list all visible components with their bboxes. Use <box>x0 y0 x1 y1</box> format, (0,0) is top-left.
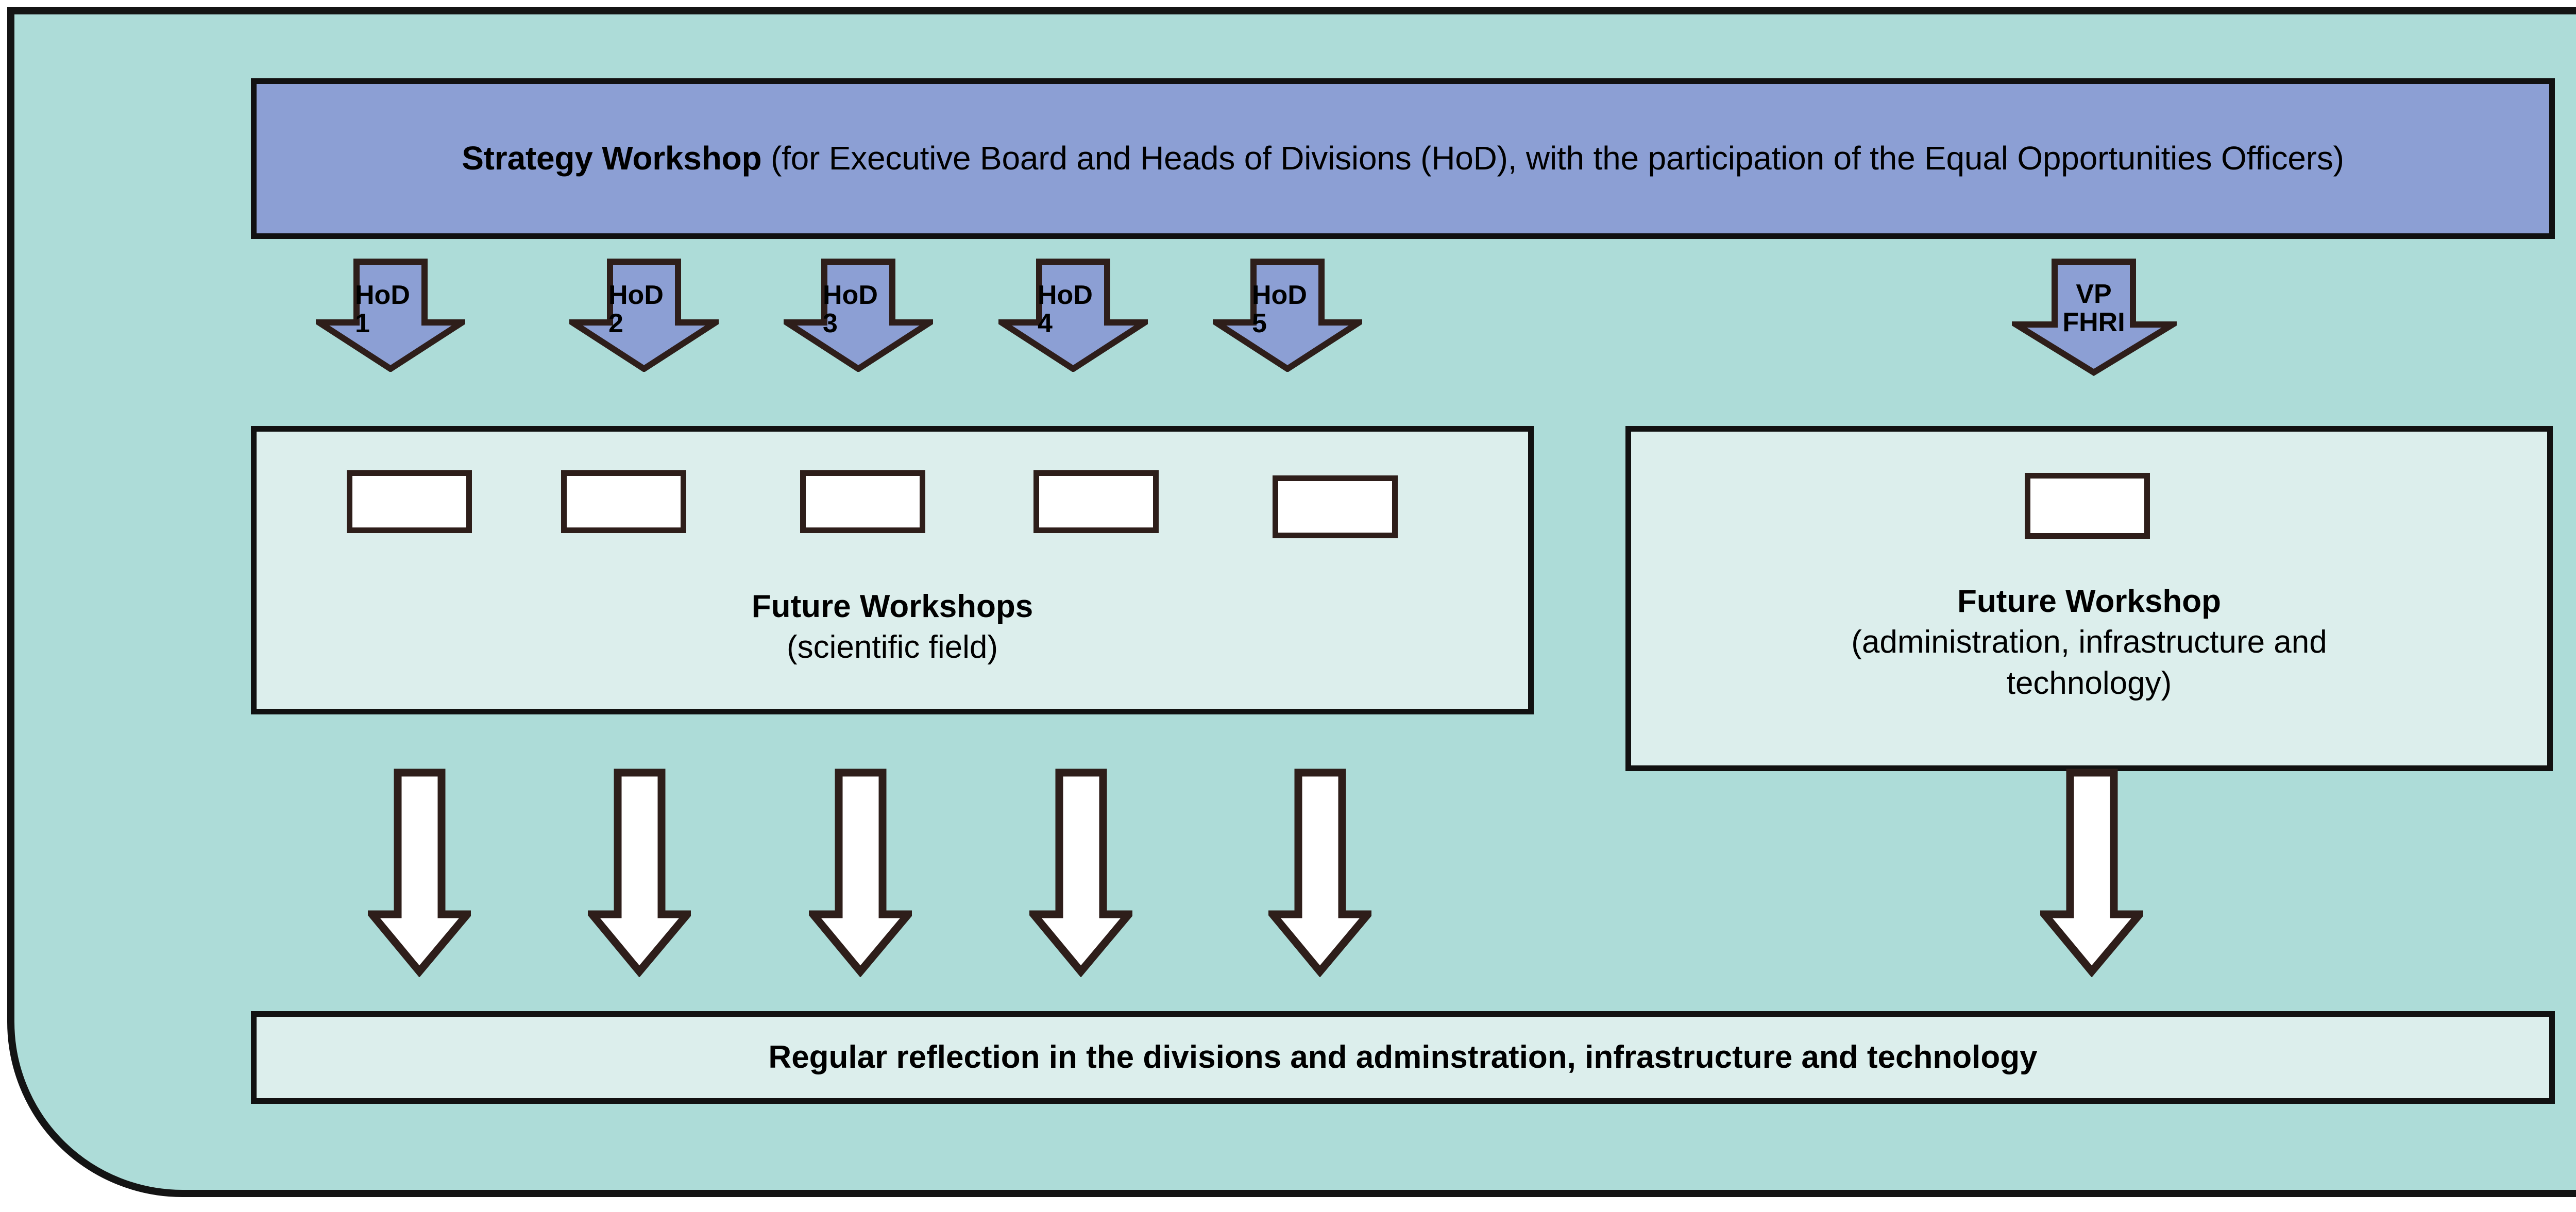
outflow-arrow-3[interactable] <box>809 769 912 977</box>
future-workshop-admin-subtitle-line2: technology) <box>2006 665 2172 701</box>
workshop-slot-1[interactable] <box>347 470 472 533</box>
workshop-slot-5[interactable] <box>1273 475 1398 538</box>
future-workshops-title: Future Workshops <box>751 589 1033 624</box>
outflow-arrow-4[interactable] <box>1029 769 1132 977</box>
outflow-arrow-5[interactable] <box>1268 769 1371 977</box>
workshop-admin-slot-1[interactable] <box>2025 473 2150 539</box>
outflow-arrow-1[interactable] <box>368 769 471 977</box>
regular-reflection-text: Regular reflection in the divisions and … <box>768 1039 2038 1075</box>
regular-reflection-bar[interactable]: Regular reflection in the divisions and … <box>251 1011 2555 1104</box>
future-workshop-admin-subtitle-line1: (administration, infrastructure and <box>1851 624 2327 660</box>
outflow-arrow-2[interactable] <box>588 769 691 977</box>
future-workshops-scientific-box[interactable]: Future Workshops (scientific field) <box>251 426 1534 714</box>
future-workshop-admin-caption: Future Workshop (administration, infrast… <box>1631 581 2547 704</box>
workshop-slot-3[interactable] <box>800 470 925 533</box>
future-workshop-admin-title: Future Workshop <box>1957 584 2222 619</box>
strategy-workshop-title: Strategy Workshop <box>462 140 762 177</box>
workshop-slot-2[interactable] <box>561 470 686 533</box>
future-workshops-caption: Future Workshops (scientific field) <box>257 586 1528 668</box>
outflow-arrow-6[interactable] <box>2040 769 2143 977</box>
strategy-workshop-box[interactable]: Strategy Workshop (for Executive Board a… <box>251 78 2555 239</box>
strategy-workshop-text: Strategy Workshop (for Executive Board a… <box>462 137 2344 180</box>
workshop-slot-4[interactable] <box>1033 470 1159 533</box>
future-workshops-subtitle: (scientific field) <box>787 629 998 665</box>
strategy-workshop-subtitle: (for Executive Board and Heads of Divisi… <box>761 140 2344 177</box>
